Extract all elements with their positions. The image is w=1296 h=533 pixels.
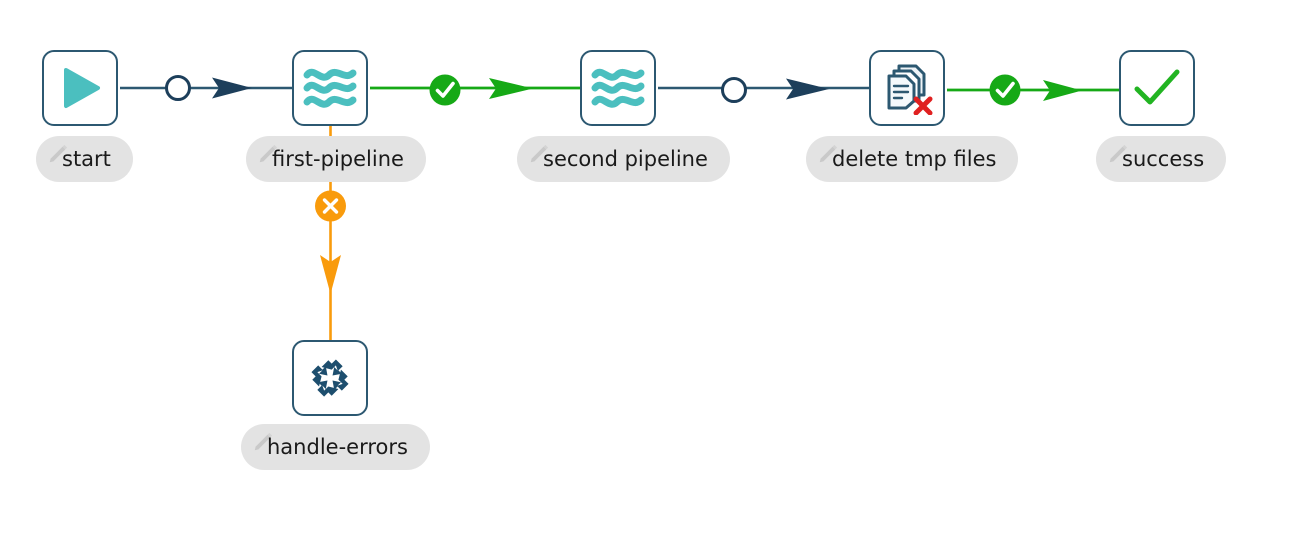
edge-first-pipeline-to-second-pipeline[interactable] <box>370 74 580 106</box>
node-label-delete-tmp-files[interactable]: delete tmp files <box>806 136 1019 182</box>
node-delete-tmp-files[interactable] <box>869 50 945 126</box>
delete-files-icon <box>887 64 933 115</box>
node-label-handle-errors[interactable]: handle-errors <box>241 424 430 470</box>
pencil-icon <box>49 144 68 163</box>
edge-marker-circle-open <box>721 77 747 103</box>
edge-marker-circle-open <box>165 75 191 101</box>
node-label-text: start <box>62 146 111 171</box>
node-label-text: handle-errors <box>267 434 408 459</box>
cycle-arrows-icon <box>311 359 349 397</box>
check-mark-icon <box>1134 69 1180 105</box>
red-x-icon <box>913 96 933 115</box>
edge-marker-check-circle-badge <box>429 74 461 106</box>
node-label-text: success <box>1122 146 1205 171</box>
pencil-icon <box>819 144 838 163</box>
node-label-text: first-pipeline <box>272 146 404 171</box>
arrowhead-icon <box>320 255 341 294</box>
node-label-start[interactable]: start <box>36 136 133 182</box>
edge-first-pipeline-to-handle-errors[interactable] <box>315 126 346 340</box>
arrowhead-icon <box>1043 80 1082 101</box>
pencil-icon <box>259 144 278 163</box>
node-label-success[interactable]: success <box>1096 136 1227 182</box>
pencil-icon <box>530 144 549 163</box>
node-start[interactable] <box>42 50 118 126</box>
node-label-text: delete tmp files <box>832 146 997 171</box>
node-success[interactable] <box>1119 50 1195 126</box>
edge-delete-tmp-files-to-success[interactable] <box>947 74 1119 106</box>
pencil-icon <box>1109 144 1128 163</box>
node-first-pipeline[interactable] <box>292 50 368 126</box>
node-second-pipeline[interactable] <box>580 50 656 126</box>
pipeline-waves-icon <box>303 68 357 108</box>
edge-marker-check-circle-badge <box>989 74 1021 106</box>
edge-marker-x-circle-badge <box>315 190 346 222</box>
node-label-second-pipeline[interactable]: second pipeline <box>517 136 730 182</box>
edge-start-to-first-pipeline[interactable] <box>120 75 292 101</box>
edge-second-pipeline-to-delete-tmp-files[interactable] <box>658 77 869 103</box>
pipeline-waves-icon <box>591 68 645 108</box>
node-handle-errors[interactable] <box>292 340 368 416</box>
arrowhead-icon <box>489 78 533 99</box>
node-label-first-pipeline[interactable]: first-pipeline <box>246 136 426 182</box>
arrowhead-icon <box>786 78 829 100</box>
arrowhead-icon <box>212 77 252 99</box>
node-label-text: second pipeline <box>543 146 708 171</box>
play-triangle-icon <box>64 68 100 108</box>
pencil-icon <box>254 432 273 451</box>
